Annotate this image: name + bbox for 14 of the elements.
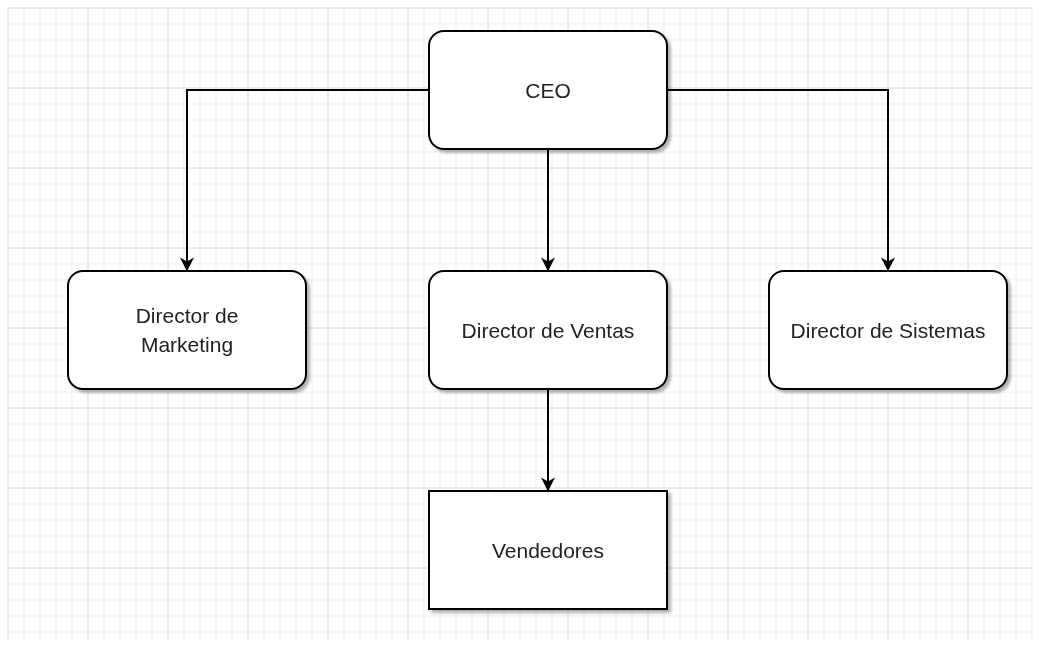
arrow bbox=[667, 89, 895, 272]
rounded-box bbox=[768, 270, 1008, 390]
node-label: Vendedores bbox=[490, 537, 606, 564]
arrow bbox=[541, 149, 555, 272]
node-label: Director de Sistemas bbox=[789, 317, 987, 344]
node-label: CEO bbox=[524, 77, 572, 104]
rounded-box bbox=[428, 270, 668, 390]
node-label: Director de Ventas bbox=[460, 317, 636, 344]
rounded-box bbox=[428, 30, 668, 150]
node-label: Director de Marketing bbox=[134, 303, 240, 358]
process-box bbox=[428, 490, 668, 610]
arrow bbox=[541, 389, 555, 492]
arrow bbox=[180, 89, 429, 272]
rounded-box bbox=[67, 270, 307, 390]
